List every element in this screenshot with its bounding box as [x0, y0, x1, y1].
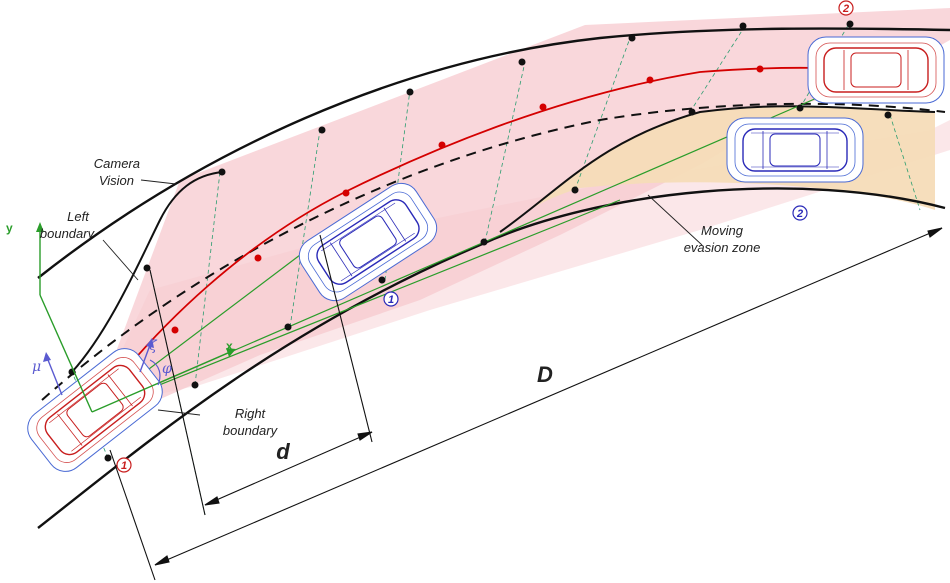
- label-leaders: [102, 179, 703, 416]
- camera-vision-fov-outer: [95, 120, 950, 408]
- right-boundary-label-1: Right: [235, 406, 267, 421]
- planned-trajectory: [91, 66, 881, 413]
- right-boundary-evasion: [499, 105, 936, 233]
- left-boundary-detour: [71, 171, 223, 373]
- boundary-points: [68, 20, 892, 462]
- right-boundary-label-2: boundary: [223, 423, 279, 438]
- ego-car-target-position: [807, 36, 945, 104]
- ego-axes: [36, 222, 236, 413]
- dimension-d-label: d: [276, 439, 290, 464]
- evasion-zone-label-2: evasion zone: [684, 240, 761, 255]
- camera-vision-label-2: Vision: [99, 173, 134, 188]
- dimension-d: [149, 234, 373, 516]
- axis-x-label: x: [226, 339, 233, 353]
- angle-phi-label: φ: [162, 361, 172, 377]
- axis-mu-label: μ: [32, 359, 41, 375]
- svg-text:1: 1: [388, 294, 394, 306]
- evasion-zone-label-1: Moving: [701, 223, 744, 238]
- obstacle-car-1: [298, 182, 438, 302]
- left-boundary-label-1: Left: [67, 209, 90, 224]
- badge-obstacle-2: 2: [792, 205, 808, 221]
- center-lane-line: [41, 102, 946, 401]
- svg-text:2: 2: [796, 208, 803, 220]
- badge-ego-car: 1: [116, 457, 132, 473]
- left-road-boundary: [37, 27, 950, 279]
- svg-text:1: 1: [121, 460, 127, 472]
- camera-vision-label-1: Camera: [94, 156, 140, 171]
- axis-y-label: y: [6, 221, 13, 235]
- svg-text:2: 2: [842, 3, 849, 15]
- right-road-boundary: [37, 187, 946, 529]
- axis-zeta-label: ζ: [149, 338, 158, 354]
- dimension-D-label: D: [537, 362, 553, 387]
- badge-obstacle-1: 1: [383, 291, 399, 307]
- dimension-D: [109, 227, 943, 581]
- trajectory-waypoints: [171, 65, 764, 334]
- obstacle-car-2: [726, 117, 864, 183]
- left-boundary-label-2: boundary: [40, 226, 96, 241]
- badge-target-car: 2: [838, 0, 854, 16]
